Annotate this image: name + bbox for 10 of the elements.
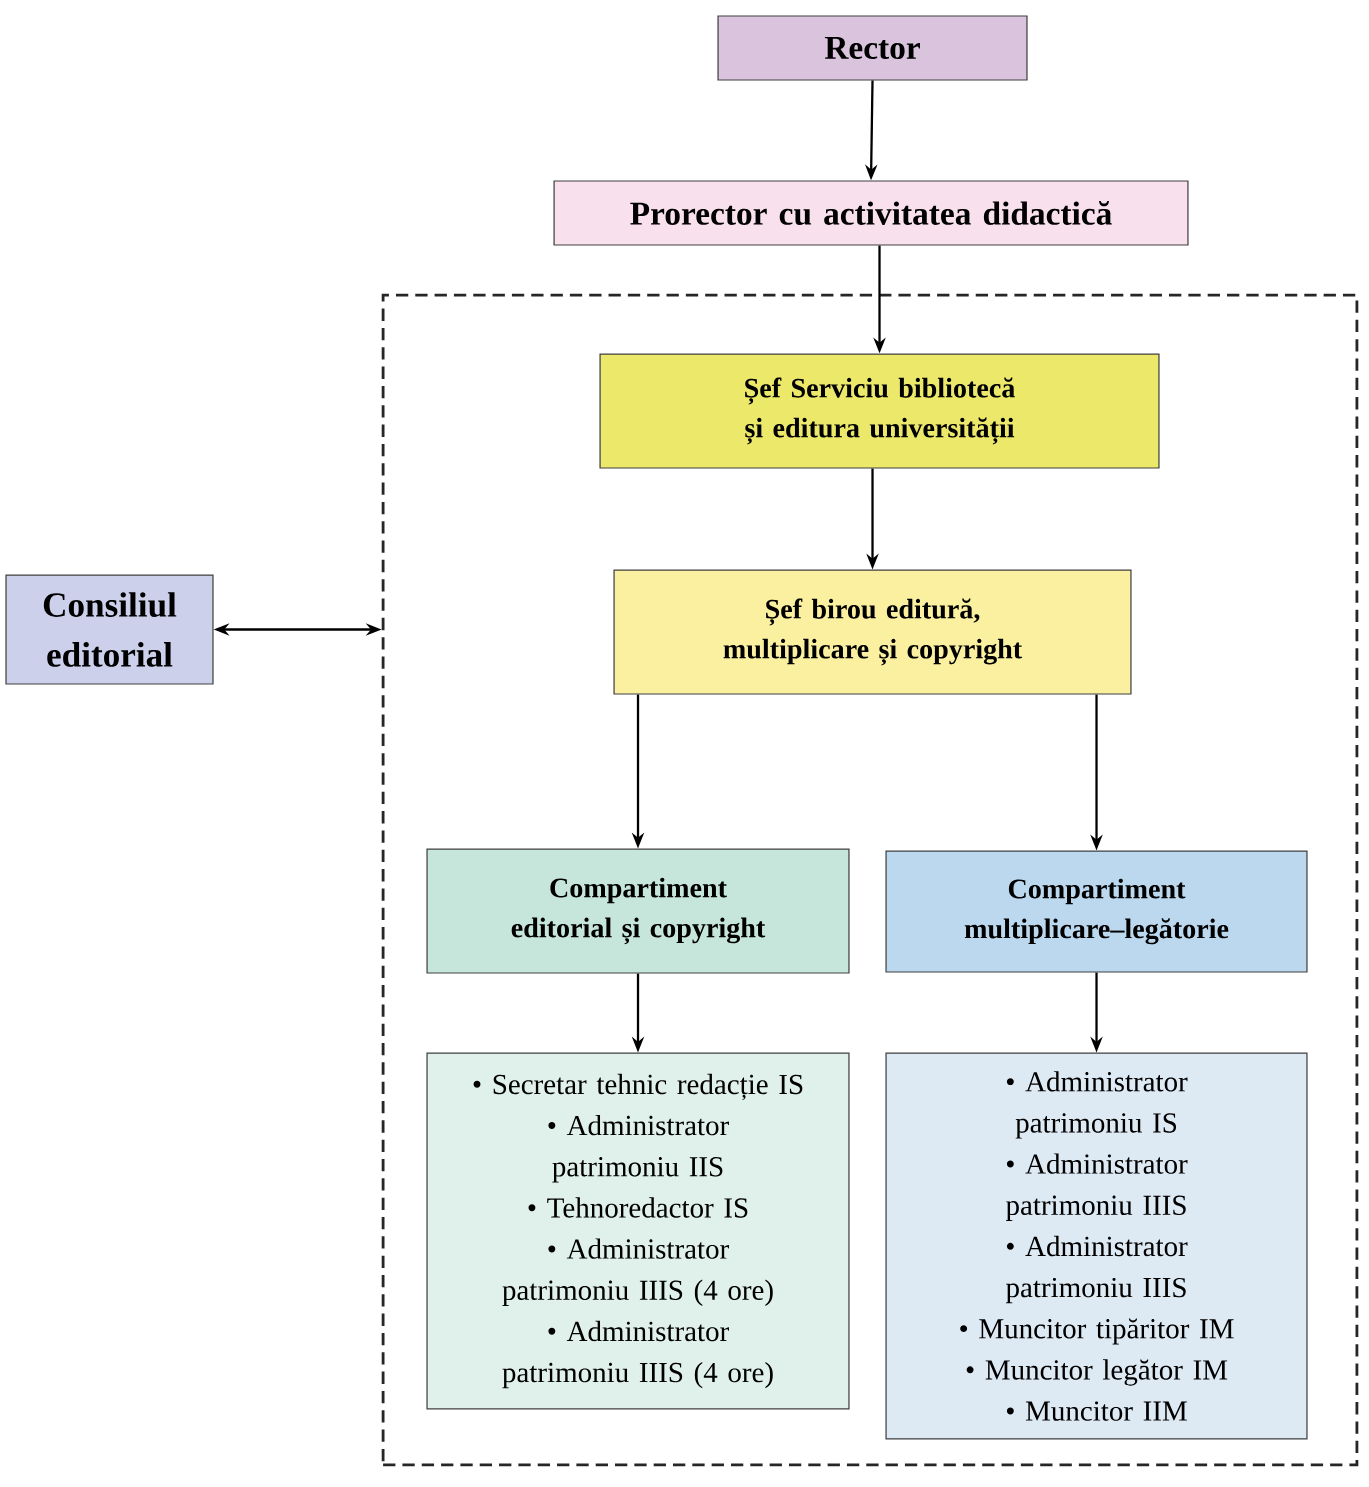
process-box: Consiliul editorial (5, 574, 214, 685)
process-box: Rector (717, 15, 1028, 81)
list-box: • Administrator patrimoniu IS • Administrator patrimoniu IIIS • Administrator patrimoniu IIIS • Muncitor tipăritor IM • Muncitor legător IM • Muncitor IIM (885, 1052, 1308, 1440)
list-box: • Secretar tehnic redacție IS • Administrator patrimoniu IIS • Tehnoredactor IS • Administrator patrimoniu IIIS (4 ore) • Administrator patrimoniu IIIS (4 ore) (426, 1052, 850, 1410)
process-box: Compartiment multiplicare–legătorie (885, 850, 1308, 973)
process-box: Prorector cu activitatea didactică (553, 180, 1189, 246)
process-box: Șef Serviciu bibliotecă și editura universității (599, 353, 1160, 469)
process-box: Șef birou editură, multiplicare și copyright (613, 569, 1132, 695)
process-box: Compartiment editorial și copyright (426, 848, 850, 974)
dashed-frame (381, 293, 1359, 1467)
